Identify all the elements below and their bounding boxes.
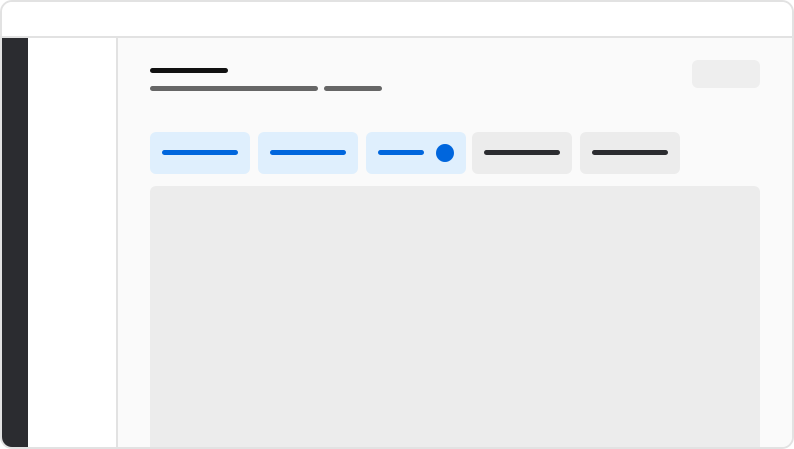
tab-5[interactable]	[580, 132, 680, 174]
subtitle-placeholder	[150, 86, 318, 91]
content-panel	[150, 186, 760, 447]
tab-label-placeholder	[378, 150, 424, 155]
tab-2[interactable]	[258, 132, 358, 174]
app-rail	[2, 38, 28, 447]
page-title-placeholder	[150, 68, 228, 73]
title-bar	[2, 2, 792, 38]
tab-4[interactable]	[472, 132, 572, 174]
tab-1[interactable]	[150, 132, 250, 174]
tab-label-placeholder	[484, 150, 560, 155]
tab-label-placeholder	[162, 150, 238, 155]
tab-label-placeholder	[592, 150, 668, 155]
sidebar	[28, 38, 118, 447]
header-action-button[interactable]	[692, 60, 760, 88]
tab-3[interactable]	[366, 132, 466, 174]
tab-label-placeholder	[270, 150, 346, 155]
subtitle-link-placeholder	[324, 86, 382, 91]
notification-dot-icon	[436, 144, 454, 162]
main-content	[118, 38, 792, 447]
